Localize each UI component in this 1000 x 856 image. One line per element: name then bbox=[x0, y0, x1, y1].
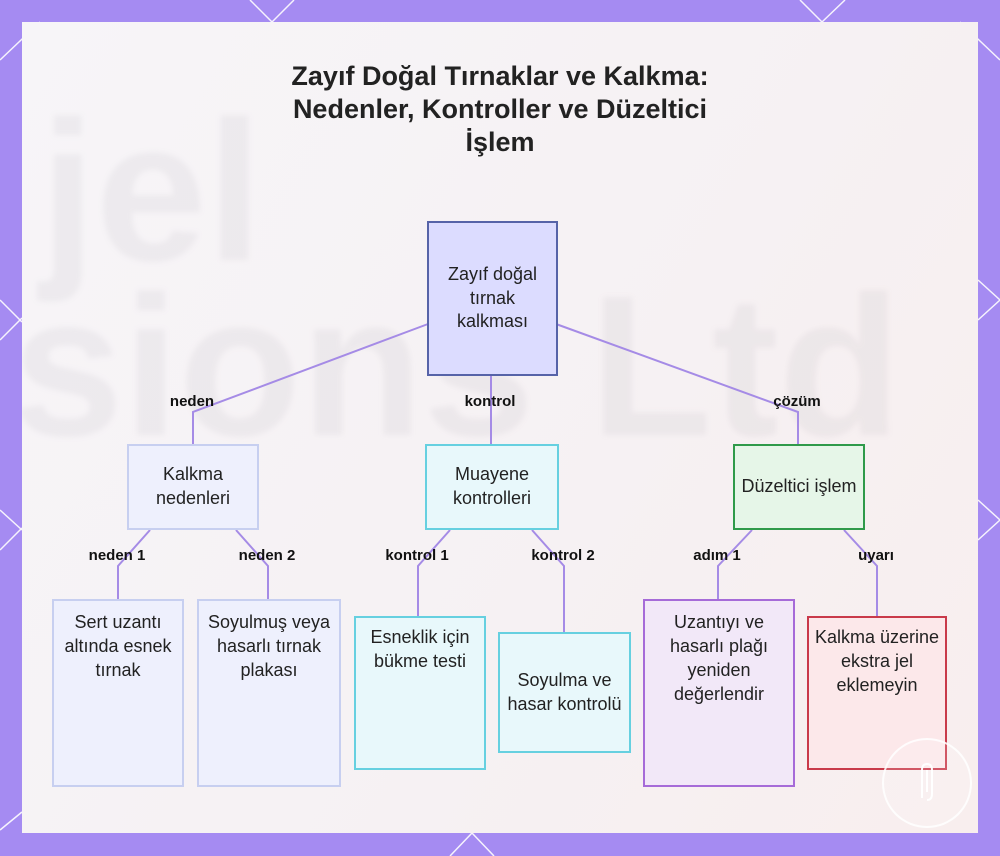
root-node: Zayıf doğal tırnak kalkması bbox=[427, 221, 558, 376]
cause-2-node: Soyulmuş veya hasarlı tırnak plakası bbox=[197, 599, 341, 787]
page-title: Zayıf Doğal Tırnaklar ve Kalkma: Nedenle… bbox=[0, 60, 1000, 159]
checks-node: Muayene kontrolleri bbox=[425, 444, 559, 530]
edge-checks-check1 bbox=[417, 529, 451, 617]
edge-root-action bbox=[555, 323, 799, 445]
edge-label-uyari: uyarı bbox=[858, 547, 894, 564]
action-node: Düzeltici işlem bbox=[733, 444, 865, 530]
edge-causes-cause2 bbox=[235, 529, 269, 600]
check-1-node: Esneklik için bükme testi bbox=[354, 616, 486, 770]
edge-label-adim-1: adım 1 bbox=[693, 547, 741, 564]
cause-1-node: Sert uzantı altında esnek tırnak bbox=[52, 599, 184, 787]
edge-label-kontrol-2: kontrol 2 bbox=[531, 547, 595, 564]
edge-checks-check2 bbox=[531, 529, 565, 633]
brand-logo-icon bbox=[882, 738, 972, 828]
step-1-node: Uzantıyı ve hasarlı plağı yeniden değerl… bbox=[643, 599, 795, 787]
edge-label-neden-1: neden 1 bbox=[88, 547, 146, 564]
edge-label-neden-2: neden 2 bbox=[238, 547, 296, 564]
edge-causes-cause1 bbox=[117, 529, 151, 600]
watermark-line-1: jel bbox=[40, 80, 263, 303]
edge-label-kontrol: kontrol bbox=[464, 393, 516, 410]
causes-node: Kalkma nedenleri bbox=[127, 444, 259, 530]
edge-label-cozum: çözüm bbox=[773, 393, 821, 410]
edge-action-warning bbox=[843, 529, 878, 617]
edge-label-neden: neden bbox=[169, 393, 215, 410]
title-line-1: Zayıf Doğal Tırnaklar ve Kalkma: bbox=[291, 61, 709, 91]
title-line-2: Nedenler, Kontroller ve Düzeltici bbox=[292, 93, 708, 124]
edge-root-causes bbox=[192, 323, 429, 445]
title-line-3: İşlem bbox=[465, 126, 535, 157]
edge-label-kontrol-1: kontrol 1 bbox=[385, 547, 449, 564]
edge-action-step1 bbox=[717, 529, 753, 600]
check-2-node: Soyulma ve hasar kontrolü bbox=[498, 632, 631, 753]
